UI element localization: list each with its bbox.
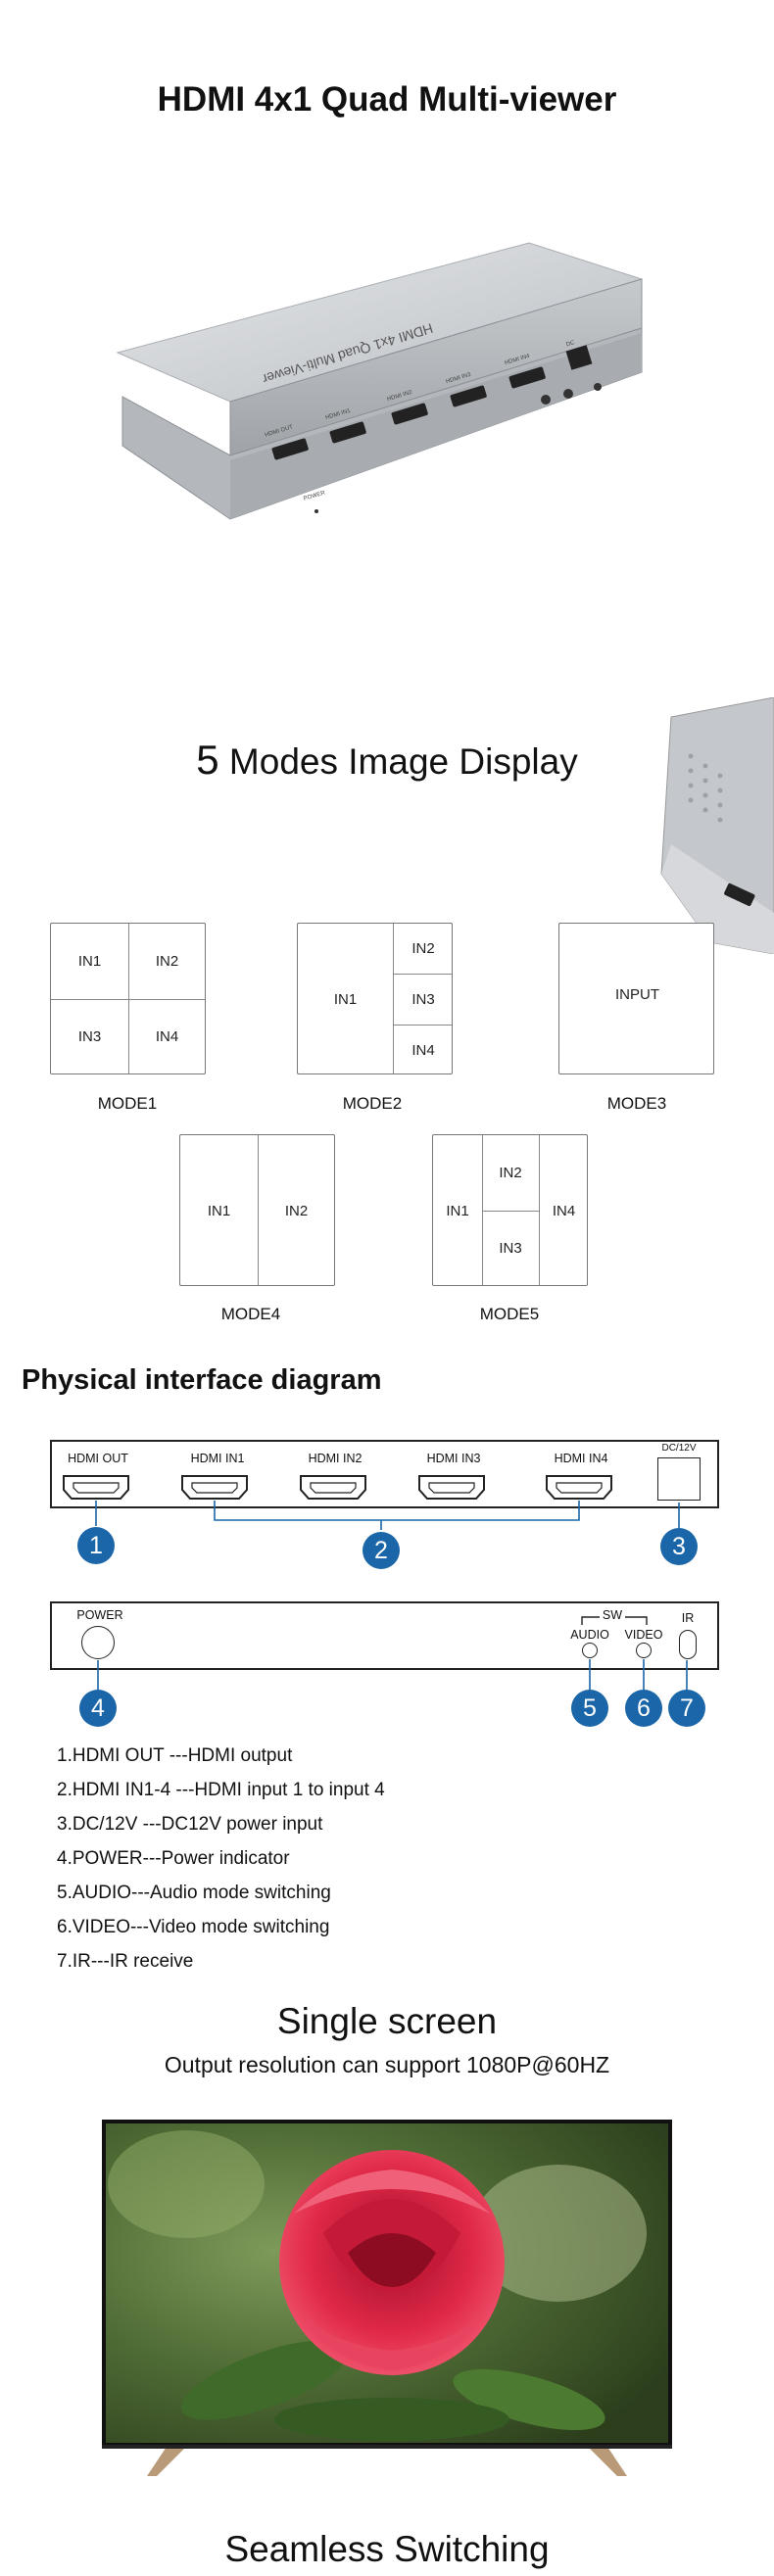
hdmi-port-icon (546, 1475, 612, 1500)
modes-title-number: 5 (196, 737, 219, 783)
front-port-label: HDMI OUT (68, 1452, 128, 1465)
mode2-label: MODE2 (342, 1094, 403, 1113)
mode5-cell: IN2 (499, 1165, 522, 1181)
front-panel-ports (63, 1475, 680, 1530)
mode1-cell: IN3 (77, 1028, 102, 1045)
marker-2: 2 (363, 1532, 400, 1569)
device-ports: HDMI OUT HDMI IN1 HDMI IN2 HDMI IN3 HDMI… (265, 354, 546, 460)
page-title: HDMI 4x1 Quad Multi-viewer (157, 80, 617, 119)
front-port-label: HDMI IN3 (426, 1452, 481, 1465)
front-port-label: HDMI IN4 (554, 1452, 608, 1465)
dc-jack-icon (657, 1457, 701, 1501)
device-dc-label: DC (565, 340, 576, 348)
mode2-diagram: IN1 IN2 IN3 IN4 (297, 923, 453, 1074)
mode5-label: MODE5 (479, 1305, 540, 1323)
mode1-cell: IN2 (155, 953, 179, 970)
mode5-cell: IN1 (446, 1203, 469, 1219)
marker-3: 3 (660, 1528, 698, 1565)
sw-bracket (581, 1616, 648, 1625)
mode4-label: MODE4 (220, 1305, 281, 1323)
legend-item: 3.DC/12V ---DC12V power input (57, 1814, 323, 1835)
ir-receiver-icon (679, 1630, 697, 1659)
marker-1: 1 (77, 1527, 115, 1564)
marker-6: 6 (625, 1690, 662, 1727)
mode2-cell: IN3 (411, 990, 435, 1008)
tv-image (102, 2120, 672, 2476)
hdmi-port-icon (63, 1475, 129, 1500)
front-port-label: HDMI IN1 (190, 1452, 245, 1465)
mode5-cell: IN4 (552, 1203, 576, 1219)
modes-title-text: Modes Image Display (218, 741, 578, 782)
mode2-cell: IN4 (411, 1041, 435, 1059)
power-indicator-icon (81, 1626, 115, 1659)
single-screen-title: Single screen (276, 2001, 498, 2041)
modes-title: 5 Modes Image Display (0, 737, 774, 784)
mode1-label: MODE1 (97, 1094, 158, 1113)
device-side-image (660, 697, 774, 954)
back-panel-lines (97, 1659, 688, 1694)
legend-item: 7.IR---IR receive (57, 1951, 194, 1972)
sw-label: SW (602, 1608, 623, 1622)
audio-label: AUDIO (570, 1628, 609, 1642)
mode4-cell: IN2 (284, 1203, 309, 1219)
mode2-cell: IN1 (333, 991, 358, 1008)
mode1-cell: IN1 (77, 953, 102, 970)
front-port-label: HDMI IN2 (308, 1452, 363, 1465)
marker-4: 4 (79, 1690, 117, 1727)
legend-item: 2.HDMI IN1-4 ---HDMI input 1 to input 4 (57, 1780, 385, 1800)
mode3-cell: INPUT (615, 986, 659, 1003)
ir-label: IR (681, 1611, 695, 1625)
hdmi-port-icon (418, 1475, 485, 1500)
mode1-cell: IN4 (155, 1028, 179, 1045)
hdmi-port-icon (300, 1475, 366, 1500)
mode4-cell: IN1 (207, 1203, 231, 1219)
power-label: POWER (76, 1608, 123, 1622)
mode2-cell: IN2 (411, 940, 435, 957)
mode5-cell: IN3 (499, 1240, 522, 1257)
mode1-diagram: IN1 IN2 IN3 IN4 (50, 923, 206, 1074)
device-dc-jack (565, 345, 593, 370)
marker-7: 7 (668, 1690, 705, 1727)
mode3-label: MODE3 (606, 1094, 667, 1113)
legend-item: 1.HDMI OUT ---HDMI output (57, 1745, 293, 1766)
mode4-diagram: IN1 IN2 (179, 1134, 335, 1286)
hdmi-port-icon (181, 1475, 248, 1500)
dc-label: DC/12V (661, 1443, 697, 1454)
legend-item: 4.POWER---Power indicator (57, 1848, 290, 1869)
legend-item: 6.VIDEO---Video mode switching (57, 1917, 330, 1937)
marker-5: 5 (571, 1690, 608, 1727)
seamless-title: Seamless Switching (224, 2529, 550, 2569)
audio-switch-icon (582, 1643, 598, 1658)
single-screen-subtitle: Output resolution can support 1080P@60HZ (164, 2052, 610, 2077)
front-panel (50, 1440, 719, 1508)
back-panel (50, 1601, 719, 1670)
mode5-diagram: IN1 IN2 IN3 IN4 (432, 1134, 588, 1286)
legend-item: 5.AUDIO---Audio mode switching (57, 1883, 331, 1903)
product-image: HDMI 4x1 Quad Multi-Viewer HDMI OUT HDMI… (116, 242, 644, 520)
physical-title: Physical interface diagram (22, 1364, 382, 1396)
rose-image (279, 2150, 505, 2375)
video-label: VIDEO (624, 1628, 663, 1642)
video-switch-icon (636, 1643, 652, 1658)
mode3-diagram: INPUT (558, 923, 714, 1074)
